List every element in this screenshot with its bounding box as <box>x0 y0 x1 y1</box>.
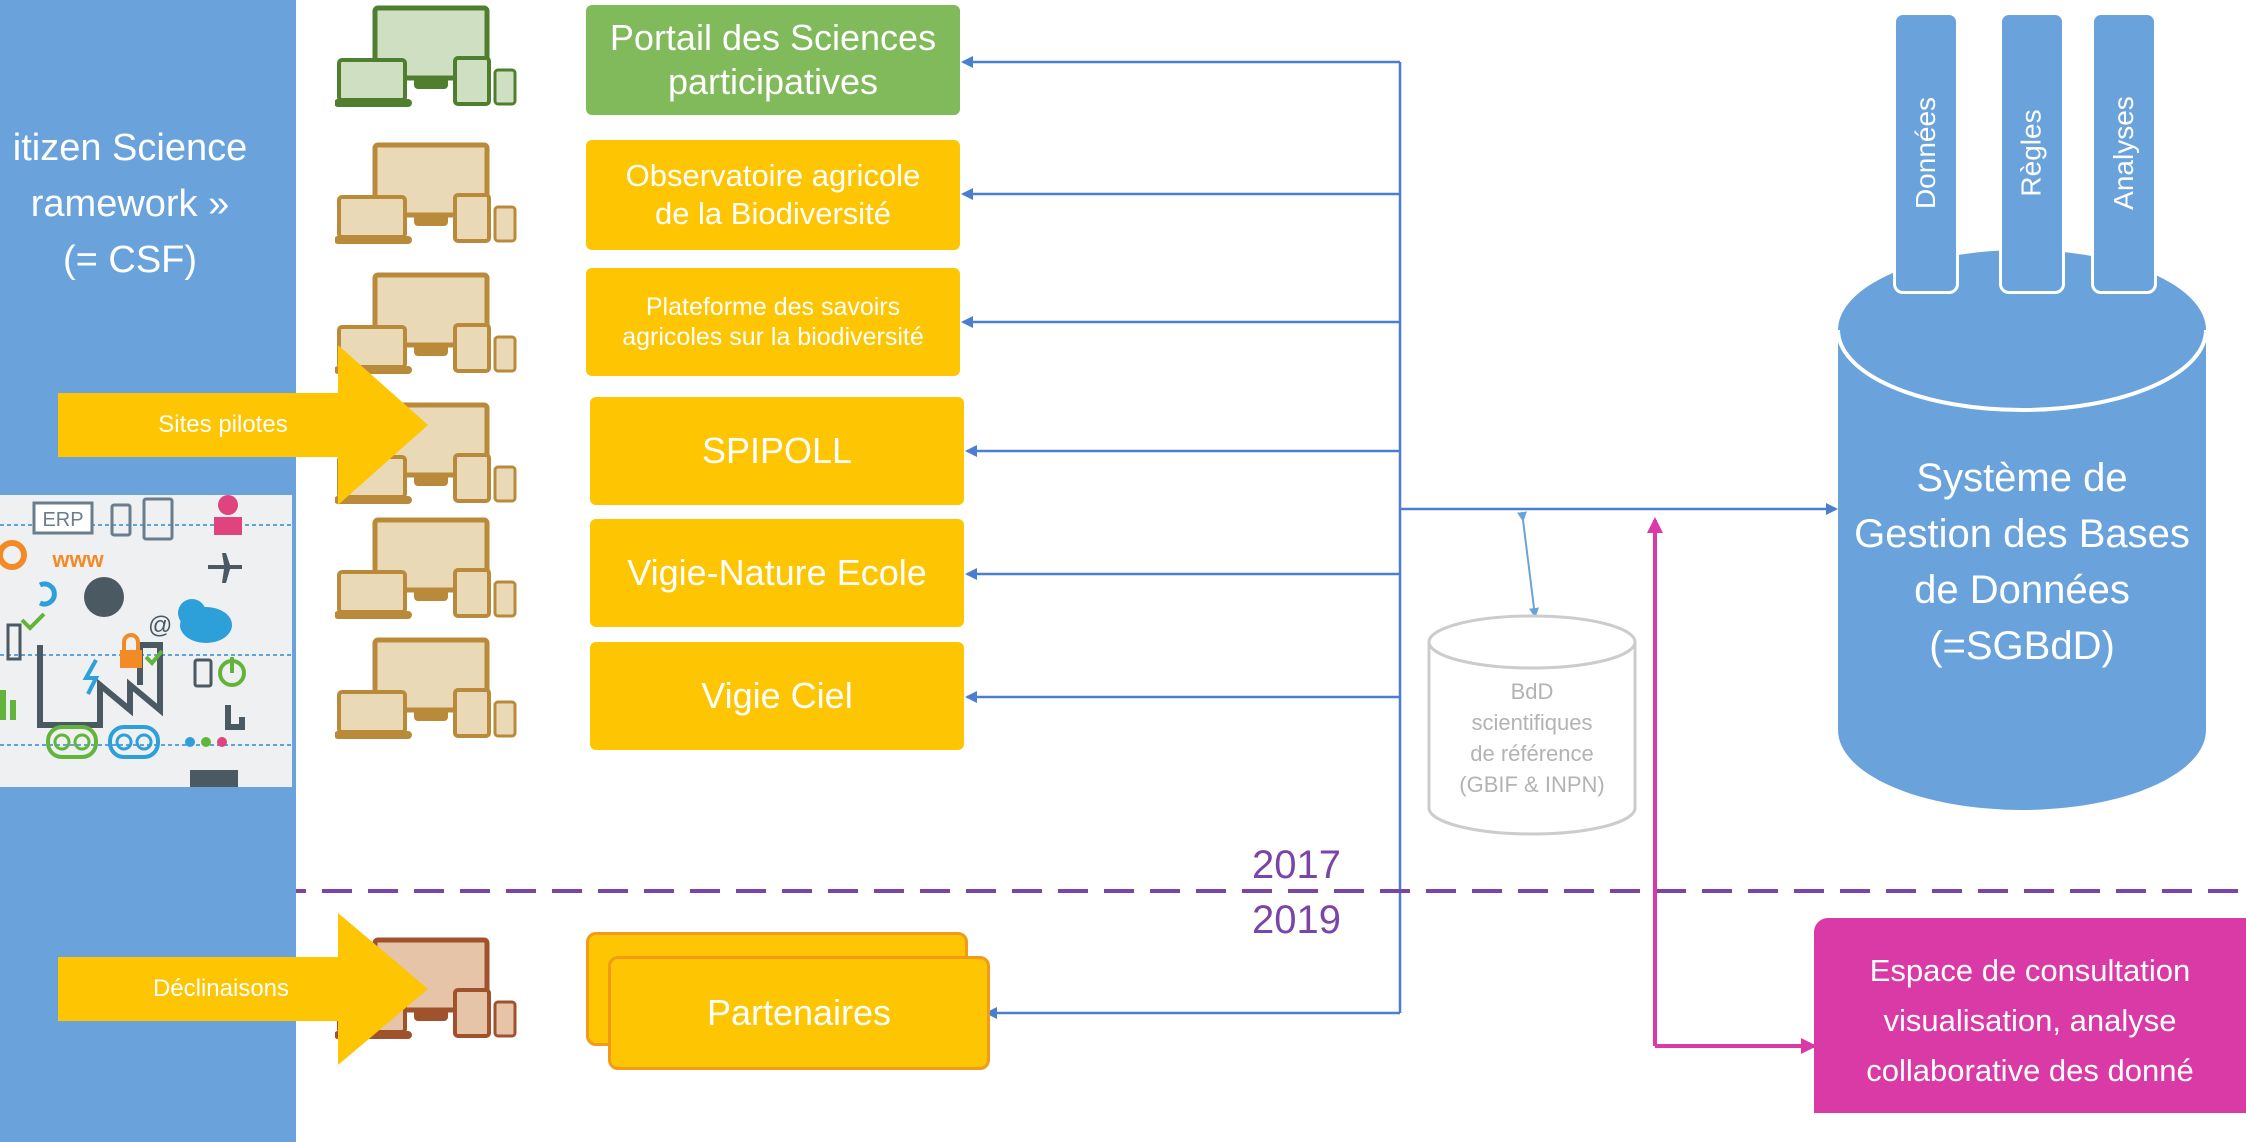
site-vigie-nature-label: Vigie-Nature Ecole <box>627 552 927 594</box>
sites-pilotes-label: Sites pilotes <box>158 411 288 438</box>
site-portail[interactable]: Portail des Sciences participatives <box>586 5 960 115</box>
site-observatoire-label: Observatoire agricole de la Biodiversité <box>625 158 921 231</box>
svg-text:@: @ <box>148 612 172 639</box>
site-portail-label: Portail des Sciences participatives <box>609 17 937 102</box>
declinaisons-arrow <box>58 913 428 1065</box>
reference-db-label: BdD scientifiques de référence (GBIF & I… <box>1459 679 1605 797</box>
espace-label: Espace de consultation visualisation, an… <box>1866 953 2194 1088</box>
pillar-analyses-label: Analyses <box>2108 96 2139 210</box>
espace-box[interactable]: Espace de consultation visualisation, an… <box>1814 918 2246 1113</box>
partners-box[interactable]: Partenaires <box>608 956 990 1070</box>
reference-db-cylinder <box>1427 614 1637 836</box>
pillar-regles-label: Règles <box>2016 109 2048 197</box>
site-plateforme-label: Plateforme des savoirs agricoles sur la … <box>622 292 924 352</box>
device-thumbnail-5 <box>335 517 517 619</box>
device-thumbnail-1 <box>335 5 517 107</box>
csf-label: itizen Science ramework » (= CSF) <box>12 127 248 281</box>
system-label: Système de Gestion des Bases de Données … <box>1854 456 2190 668</box>
year-2017: 2017 <box>1252 843 1341 887</box>
site-vigie-ciel-label: Vigie Ciel <box>701 675 853 717</box>
declinaisons-label: Déclinaisons <box>152 975 290 1002</box>
pillar-analyses: Analyses <box>2091 12 2157 294</box>
partners-label: Partenaires <box>706 992 892 1034</box>
device-thumbnail-2 <box>335 142 517 244</box>
site-observatoire[interactable]: Observatoire agricole de la Biodiversité <box>586 140 960 250</box>
iot-factory-icon: ERP www @ <box>0 495 292 787</box>
site-vigie-ciel[interactable]: Vigie Ciel <box>590 642 964 750</box>
site-spipoll[interactable]: SPIPOLL <box>590 397 964 505</box>
icon-collage: ERP www @ <box>0 495 292 787</box>
year-2019: 2019 <box>1252 898 1341 942</box>
sites-pilotes-arrow <box>58 345 428 505</box>
site-plateforme[interactable]: Plateforme des savoirs agricoles sur la … <box>586 268 960 376</box>
pillar-donnees: Données <box>1893 12 1959 294</box>
device-thumbnail-6 <box>335 637 517 739</box>
site-spipoll-label: SPIPOLL <box>701 430 853 472</box>
device-thumbnail-3 <box>335 272 517 374</box>
site-vigie-nature[interactable]: Vigie-Nature Ecole <box>590 519 964 627</box>
svg-text:ERP: ERP <box>42 509 83 531</box>
svg-text:www: www <box>51 547 104 572</box>
pillar-regles: Règles <box>1999 12 2065 294</box>
pillar-donnees-label: Données <box>1910 96 1941 210</box>
connector-reference-db <box>1517 511 1539 618</box>
